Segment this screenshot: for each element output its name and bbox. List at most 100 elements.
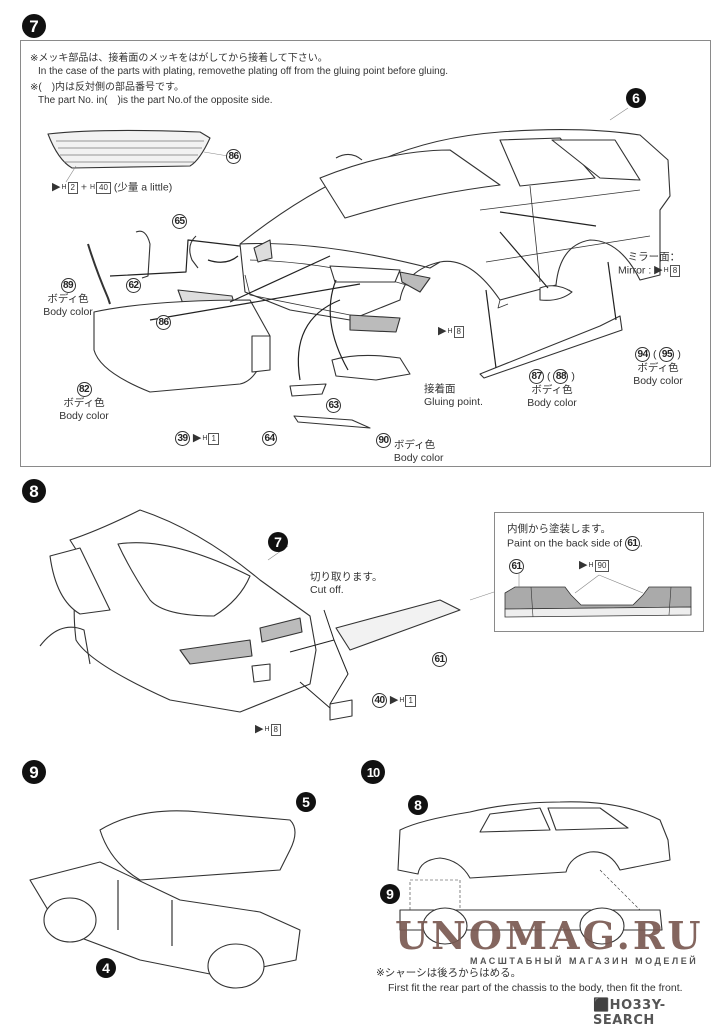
mirror-part-87 xyxy=(539,285,573,301)
part-number: 61 xyxy=(432,652,447,667)
paint-sub: H xyxy=(399,697,405,704)
paint-sub: H xyxy=(447,328,453,335)
gluing-jp: 接着面 xyxy=(424,383,456,395)
mirror-jp: ミラー面： xyxy=(627,251,681,263)
part-63-label: 63 xyxy=(326,398,341,413)
step-8-badge: 8 xyxy=(22,479,46,503)
cut-off-label: 切り取ります。 Cut off. xyxy=(310,571,382,597)
part-65-label: 65 xyxy=(172,214,187,229)
part-number: 89 xyxy=(60,278,76,293)
inset-part-61-label: 61 xyxy=(509,559,524,574)
paint-number: 2 xyxy=(67,181,78,194)
part-number: 86 xyxy=(226,149,241,164)
gluing-en: Gluing point. xyxy=(424,396,483,408)
body-color-en: Body color xyxy=(633,375,683,387)
ref-step-5-badge: 5 xyxy=(296,792,316,812)
hobby-search-logo: ⬛HO33Y-SEARCH xyxy=(593,998,666,1028)
body-color-jp: ボディ色 xyxy=(393,439,436,451)
ref-number: 6 xyxy=(632,90,640,106)
part-number: 65 xyxy=(172,214,187,229)
inset-note-en: Paint on the back side of 61. xyxy=(507,536,643,551)
plus-sign: + xyxy=(80,181,88,194)
ref-step-9-badge: 9 xyxy=(380,884,400,904)
paint-number: 1 xyxy=(405,694,416,707)
paint-sub: H xyxy=(89,184,96,191)
back-side-paint-inset: 内側から塗装します。 Paint on the back side of 61.… xyxy=(494,512,704,632)
paint-flag-icon: ▶ xyxy=(579,559,588,571)
bumper-part-82 xyxy=(93,299,271,393)
step-number: 8 xyxy=(29,481,39,501)
plate-part-40 xyxy=(329,699,353,721)
part-number: 64 xyxy=(262,431,277,446)
opposite-note-en: The part No. in( )is the part No.of the … xyxy=(38,95,273,106)
opposite-note-jp: ※( )内は反対側の部品番号です。 xyxy=(30,82,185,93)
period: . xyxy=(639,537,643,550)
paint-flag-icon: ▶ xyxy=(255,723,264,735)
body-color-en: Body color xyxy=(393,452,444,464)
car-body-rear-three-quarter xyxy=(39,509,317,713)
part-number-opposite: 88 xyxy=(553,369,569,384)
ref-step-7-badge: 7 xyxy=(268,532,288,552)
unomag-watermark-subtitle: МАСШТАБНЫЙ МАГАЗИН МОДЕЛЕЙ xyxy=(470,956,699,966)
chassis-fit-note-jp: ※シャーシは後ろからはめる。 xyxy=(376,967,522,979)
paint-sub: H xyxy=(61,184,67,191)
chassis-and-interior xyxy=(29,810,301,989)
ref-step-4-badge: 4 xyxy=(96,958,116,978)
part-82-label: 82 ボディ色 Body color xyxy=(56,382,112,423)
part-number: 87 xyxy=(529,369,545,384)
chassis-fit-note-en: First fit the rear part of the chassis t… xyxy=(388,982,683,994)
part-number-opposite: 95 xyxy=(659,347,675,362)
body-color-en: Body color xyxy=(43,306,93,318)
part-number: 82 xyxy=(76,382,92,397)
unomag-watermark: UNOMAG.RU xyxy=(395,913,704,958)
part-number: 40 xyxy=(372,693,387,708)
ref-number: 5 xyxy=(302,794,310,810)
inset-note-text: Paint on the back side of xyxy=(507,537,622,550)
step-9-badge: 9 xyxy=(22,760,46,784)
part-87-88-label: 87 ( 88 ) ボディ色 Body color xyxy=(527,369,577,409)
paint-sub: H xyxy=(663,267,669,274)
paint-number: 40 xyxy=(96,181,111,194)
part-number: 94 xyxy=(635,347,651,362)
part-number: 39 xyxy=(175,431,190,446)
plating-note-jp: ※メッキ部品は、接着面のメッキをはがしてから接着して下さい。 xyxy=(30,53,328,64)
inset-note-jp: 内側から塗装します。 xyxy=(507,523,611,535)
paint-number: 8 xyxy=(669,264,681,277)
rear-garnish-part-61 xyxy=(335,599,461,651)
part-86-top-label: 86 xyxy=(226,149,241,164)
step-number: 7 xyxy=(29,16,39,36)
paint-number: 1 xyxy=(208,432,219,445)
cut-off-en: Cut off. xyxy=(310,584,344,596)
part-number: 62 xyxy=(126,278,141,293)
plating-note-en: In the case of the parts with plating, r… xyxy=(38,66,449,77)
body-color-jp: ボディ色 xyxy=(47,293,89,305)
part-61-label: 61 xyxy=(432,652,447,667)
part-89-shape xyxy=(87,243,111,305)
body-color-jp: ボディ色 xyxy=(637,362,679,374)
paint-number: 90 xyxy=(594,559,610,572)
garnish-cross-section xyxy=(504,573,692,618)
step-10-badge: 10 xyxy=(361,760,385,784)
paint-sub: H xyxy=(202,435,208,442)
ref-number: 9 xyxy=(386,886,394,902)
ref-number: 4 xyxy=(102,960,110,976)
paint-sub: H xyxy=(264,726,270,733)
paint-flag-icon: ▶ xyxy=(438,325,447,337)
step-7-badge: 7 xyxy=(22,14,46,38)
cut-off-jp: 切り取ります。 xyxy=(310,571,383,583)
part-65-shape xyxy=(189,235,199,269)
part-number: 63 xyxy=(326,398,341,413)
